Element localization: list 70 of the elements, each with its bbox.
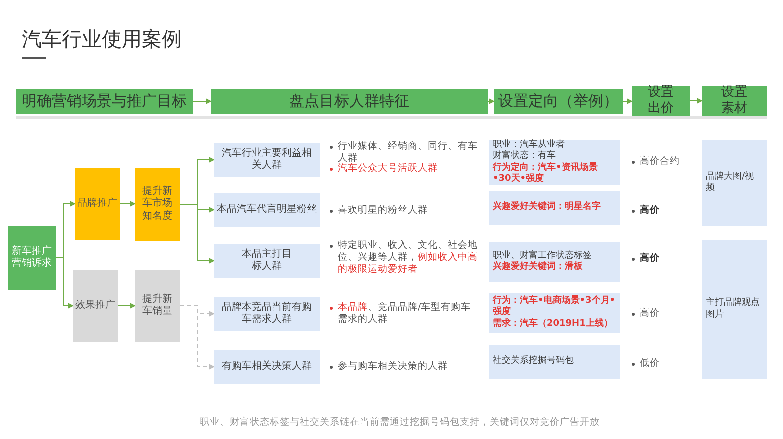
box-text: 行为：汽车•电商场景•3个月•强度: [493, 296, 616, 318]
arrow: [192, 98, 212, 104]
arrow: [118, 303, 136, 309]
targeting-box: [489, 345, 620, 379]
box-text: 主打品牌观点图片: [706, 298, 761, 321]
note-text: 低价: [640, 358, 660, 370]
box-text: 设置素材: [720, 84, 748, 118]
step-header: [702, 86, 767, 116]
step-header: [494, 89, 623, 114]
arrow: [180, 306, 215, 370]
targeting-box: [489, 140, 620, 185]
process-box: [214, 350, 320, 384]
box-text: 品牌本竞品当前有购车需求人群: [221, 302, 313, 326]
process-box: [214, 193, 320, 227]
box-text: 品牌推广: [78, 198, 118, 210]
box-text: 有购车相关决策人群: [222, 360, 312, 374]
box-text: 本品主打目标人群: [241, 248, 293, 274]
note-text: 高价合约: [640, 156, 680, 168]
process-box: [214, 244, 320, 278]
note-text: 本品牌、竞品品牌/车型有购车需求的人群: [338, 302, 472, 326]
targeting-box: [489, 191, 620, 225]
note-text: 汽车公众大号活跃人群: [338, 163, 438, 175]
box-text: 汽车行业主要利益相关人群: [221, 148, 313, 172]
process-box: [75, 168, 120, 240]
box-text: 新车推广营销诉求: [12, 246, 52, 270]
box-text: 行为定向：汽车•资讯场景•30天•强度: [493, 162, 599, 185]
box-text: 需求：汽车（2019H1上线）: [493, 318, 613, 330]
note-text: 高价: [640, 308, 660, 320]
process-box: [135, 168, 180, 241]
material-box: [702, 140, 767, 226]
footnote: 职业、财富状态标签与社交关系链在当前需通过挖掘号码包支持，关键词仅对竞价广告开放: [199, 417, 601, 429]
step-header: [16, 89, 193, 114]
box-text: 提升新车市场知名度: [142, 186, 174, 224]
arrow: [622, 98, 633, 104]
targeting-box: [489, 293, 620, 333]
note-text: 行业媒体、经销商、同行、有车人群: [338, 141, 479, 164]
arrow: [180, 204, 215, 264]
note-text: 高价: [640, 253, 660, 265]
box-text: 兴趣爱好关键词：滑板: [493, 262, 583, 274]
box-text: 设置出价: [647, 84, 675, 118]
note-text: 高价: [640, 205, 660, 217]
box-text: 兴趣爱好关键词：明星名字: [493, 202, 601, 214]
note-text: 特定职业、收入、文化、社会地位、兴趣等人群，例如收入中高的极限运动爱好者: [338, 240, 479, 276]
box-text: 社交关系挖掘号码包: [493, 356, 574, 368]
box-text: 财富状态：有车: [493, 151, 556, 162]
note-text: 参与购车相关决策的人群: [338, 361, 448, 373]
targeting-box: [489, 242, 620, 282]
process-box: [214, 143, 320, 177]
arrow: [690, 98, 703, 104]
process-box: [135, 270, 180, 342]
box-text: 盘点目标人群特征: [290, 92, 410, 111]
process-box: [214, 297, 320, 331]
note-text: 喜欢明星的粉丝人群: [338, 205, 428, 217]
box-text: 职业、财富工作状态标签: [493, 250, 592, 261]
process-box: [8, 226, 56, 290]
box-text: 品牌大图/视频: [706, 172, 756, 194]
step-header: [632, 86, 690, 116]
arrow: [488, 98, 495, 104]
box-text: 本品汽车代言明星粉丝: [217, 204, 317, 216]
material-box: [702, 240, 767, 379]
box-text: 设置定向（举例）: [498, 92, 618, 111]
arrow: [120, 201, 136, 207]
box-text: 职业：汽车从业者: [493, 140, 565, 150]
diagram-title: 汽车行业使用案例: [22, 26, 182, 53]
box-text: 明确营销场景与推广目标: [22, 92, 187, 111]
process-box: [73, 270, 118, 342]
box-text: 效果推广: [76, 300, 116, 312]
arrow: [56, 258, 74, 309]
box-text: 提升新车销量: [142, 294, 174, 318]
step-header: [211, 89, 488, 114]
